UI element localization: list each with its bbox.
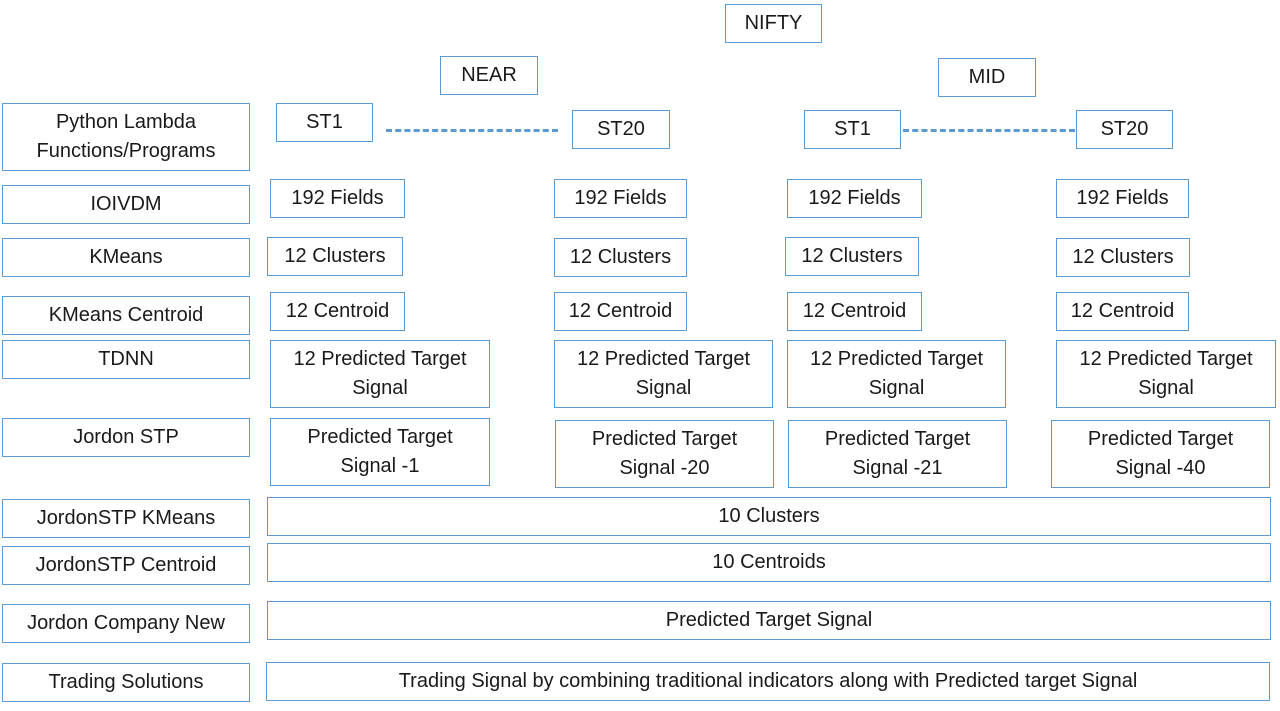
near-st1-node: ST1 [276,103,373,142]
centroid-node: 12 Centroid [1056,292,1189,331]
clusters-node: 12 Clusters [1056,238,1190,277]
clusters-node: 12 Clusters [267,237,403,276]
row-label-jordonstp-kmeans: JordonSTP KMeans [2,499,250,538]
fields-node: 192 Fields [270,179,405,218]
jordon-predicted-target-node: Predicted Target Signal -1 [270,418,490,486]
jordon-predicted-target-node: Predicted Target Signal -21 [788,420,1007,488]
jordon-predicted-target-node: Predicted Target Signal -20 [555,420,774,488]
near-st-range-connector [386,129,558,132]
row-label-kmeans-centroid: KMeans Centroid [2,296,250,335]
row-label-trading-solutions: Trading Solutions [2,663,250,702]
mid-node: MID [938,58,1036,97]
tdnn-predicted-target-node: 12 Predicted Target Signal [270,340,490,408]
fields-node: 192 Fields [787,179,922,218]
jordonstp-clusters-node: 10 Clusters [267,497,1271,536]
tdnn-predicted-target-node: 12 Predicted Target Signal [1056,340,1276,408]
row-label-python-lambda: Python Lambda Functions/Programs [2,103,250,171]
near-node: NEAR [440,56,538,95]
fields-node: 192 Fields [1056,179,1189,218]
centroid-node: 12 Centroid [787,292,922,331]
mid-st20-node: ST20 [1076,110,1173,149]
near-st20-node: ST20 [572,110,670,149]
mid-st-range-connector [903,129,1075,132]
tdnn-predicted-target-node: 12 Predicted Target Signal [554,340,773,408]
centroid-node: 12 Centroid [270,292,405,331]
clusters-node: 12 Clusters [785,237,919,276]
row-label-kmeans: KMeans [2,238,250,277]
nifty-node: NIFTY [725,4,822,43]
row-label-jordon-stp: Jordon STP [2,418,250,457]
row-label-jordonstp-centroid: JordonSTP Centroid [2,546,250,585]
mid-st1-node: ST1 [804,110,901,149]
row-label-tdnn: TDNN [2,340,250,379]
jordon-predicted-target-node: Predicted Target Signal -40 [1051,420,1270,488]
company-predicted-target-node: Predicted Target Signal [267,601,1271,640]
tdnn-predicted-target-node: 12 Predicted Target Signal [787,340,1006,408]
centroid-node: 12 Centroid [554,292,687,331]
fields-node: 192 Fields [554,179,687,218]
jordonstp-centroids-node: 10 Centroids [267,543,1271,582]
trading-signal-node: Trading Signal by combining traditional … [266,662,1270,701]
clusters-node: 12 Clusters [554,238,687,277]
row-label-ioivdm: IOIVDM [2,185,250,224]
row-label-jordon-company-new: Jordon Company New [2,604,250,643]
